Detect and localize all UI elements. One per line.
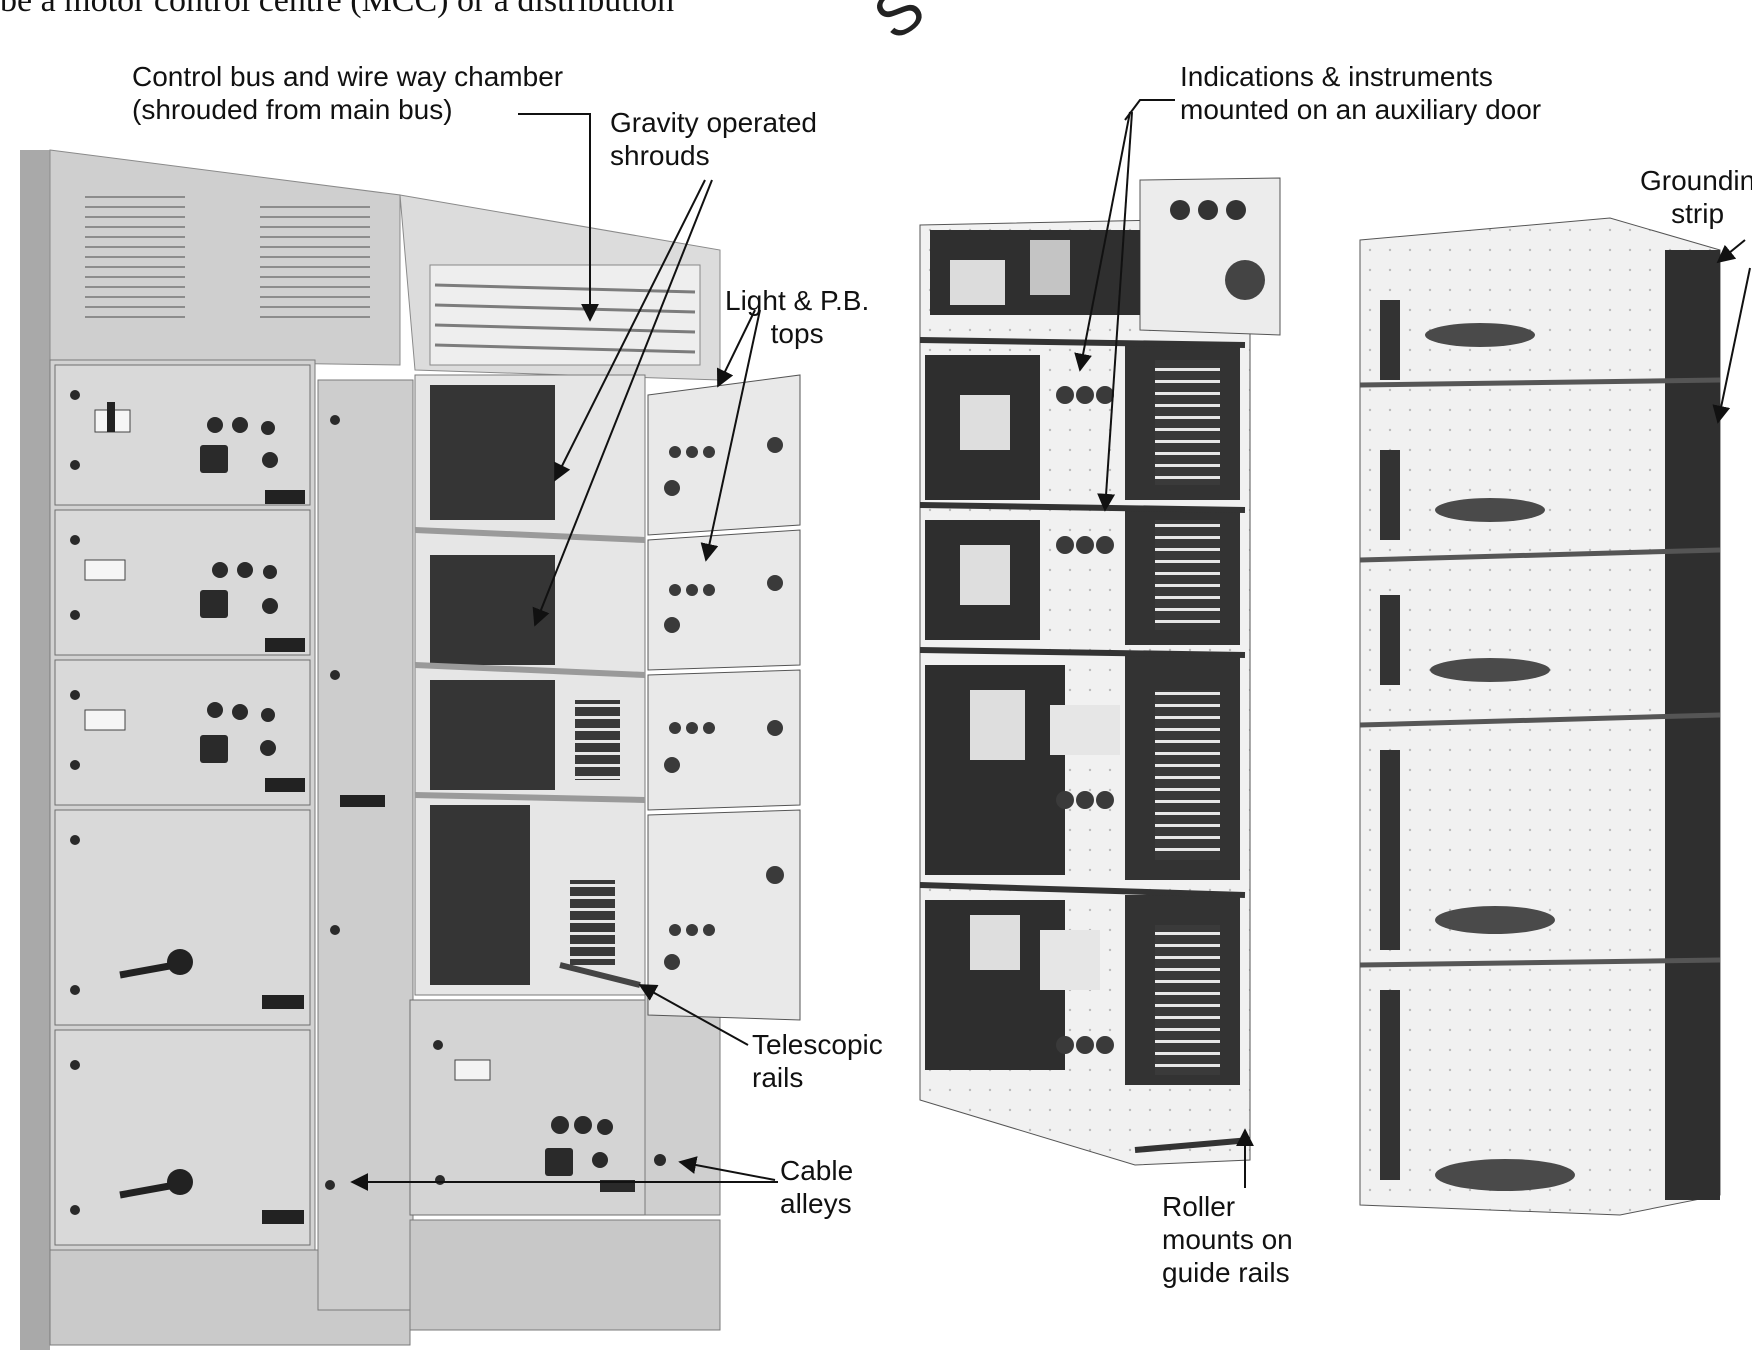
drawout-modules bbox=[919, 230, 1251, 1153]
label-grounding-strip: Groundin strip bbox=[1640, 165, 1752, 229]
leader-light-pb-2 bbox=[700, 309, 761, 562]
label-cable-alleys: Cable alleys bbox=[780, 1155, 854, 1219]
label-light-pb-tops: Light & P.B. tops bbox=[725, 285, 870, 349]
leader-indications-2 bbox=[1097, 111, 1133, 512]
leader-light-pb-1 bbox=[716, 309, 756, 388]
leader-cable-2 bbox=[678, 1156, 776, 1181]
leader-grounding-1 bbox=[1716, 239, 1746, 264]
label-roller-mounts: Roller mounts on guide rails bbox=[1162, 1191, 1293, 1288]
leader-telescopic bbox=[638, 984, 749, 1046]
leader-indications-1 bbox=[1074, 111, 1131, 372]
caption-fragment: be a motor control centre (MCC) or a dis… bbox=[0, 0, 675, 19]
leader-grounding-2 bbox=[1712, 267, 1751, 424]
empty-frame-stack bbox=[1359, 217, 1721, 1216]
control-bus-chamber bbox=[429, 264, 701, 366]
label-telescopic-rails: Telescopic rails bbox=[752, 1029, 883, 1093]
drawout-module-stack bbox=[919, 177, 1281, 1166]
open-doors bbox=[647, 374, 801, 1021]
leader-control-bus bbox=[518, 113, 599, 322]
label-control-bus: Control bus and wire way chamber (shroud… bbox=[132, 61, 564, 125]
left-compartments bbox=[49, 364, 411, 1346]
leader-gravity-2 bbox=[532, 179, 713, 627]
label-gravity-shrouds: Gravity operated shrouds bbox=[610, 107, 817, 171]
open-compartments bbox=[414, 385, 646, 988]
leader-lines bbox=[350, 99, 1751, 1191]
label-indications: Indications & instruments mounted on an … bbox=[1180, 61, 1542, 125]
leader-gravity-1 bbox=[554, 179, 706, 482]
mcc-switchboard bbox=[20, 149, 801, 1350]
